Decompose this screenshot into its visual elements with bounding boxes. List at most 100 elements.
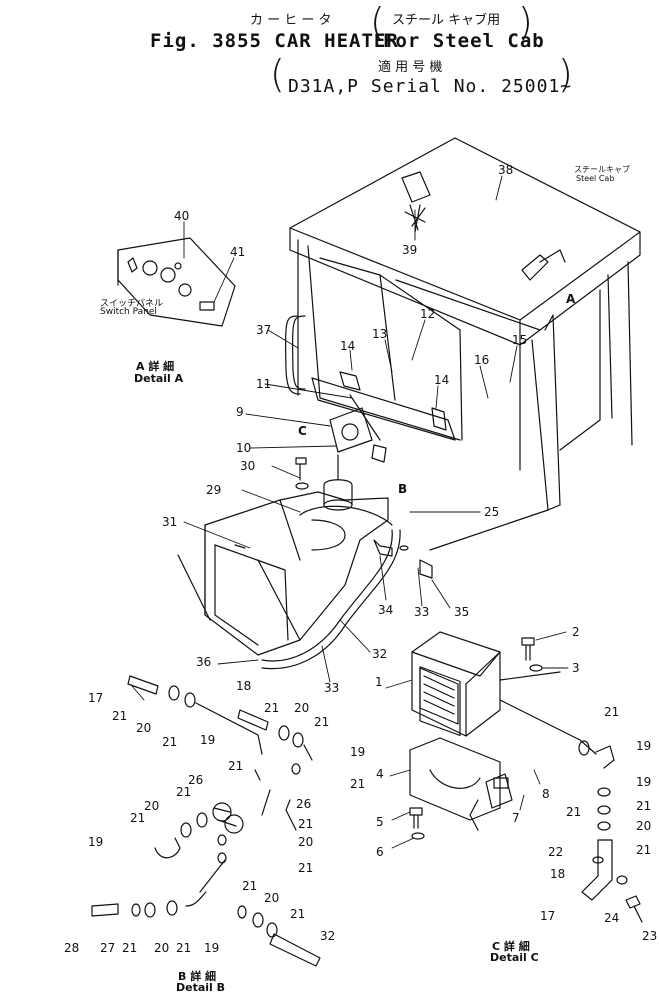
- callout-39: 39: [402, 243, 417, 257]
- callout-21i: 21: [298, 817, 313, 831]
- callout-19b: 19: [350, 745, 365, 759]
- callout-4: 4: [376, 767, 384, 781]
- callout-19c: 19: [88, 835, 103, 849]
- callout-19e: 19: [636, 739, 651, 753]
- callout-19a: 19: [200, 733, 215, 747]
- callout-20c: 20: [144, 799, 159, 813]
- serial-range: D31A,P Serial No. 25001~: [288, 76, 573, 97]
- callout-2: 2: [572, 625, 580, 639]
- steel-cab: [289, 137, 641, 551]
- callout-21c: 21: [264, 701, 279, 715]
- callout-36: 36: [196, 655, 211, 669]
- callout-26b: 26: [296, 797, 311, 811]
- callout-21o: 21: [604, 705, 619, 719]
- callout-38: 38: [498, 163, 513, 177]
- hose-32: [261, 529, 393, 662]
- callout-22: 22: [548, 845, 563, 859]
- callout-31: 31: [162, 515, 177, 529]
- callout-21l: 21: [290, 907, 305, 921]
- callout-13: 13: [372, 327, 387, 341]
- callout-24: 24: [604, 911, 619, 925]
- callout-21h: 21: [130, 811, 145, 825]
- callout-25: 25: [484, 505, 499, 519]
- callout-14: 14: [340, 339, 355, 353]
- callout-26a: 26: [188, 773, 203, 787]
- callout-23: 23: [642, 929, 657, 943]
- callout-20a: 20: [136, 721, 151, 735]
- close-paren: ): [518, 0, 533, 44]
- callout-21d: 21: [314, 715, 329, 729]
- hose-37: [285, 315, 301, 395]
- callout-11: 11: [256, 377, 271, 391]
- callout-20f: 20: [154, 941, 169, 955]
- fuel-tank: [177, 454, 389, 656]
- switch-panel-label-en: Switch Panel: [100, 307, 157, 317]
- open-paren: (: [370, 0, 385, 44]
- callout-20e: 20: [264, 891, 279, 905]
- callout-21k: 21: [242, 879, 257, 893]
- switch-panel: [117, 237, 236, 327]
- leader-lines: [131, 175, 569, 849]
- callout-34: 34: [378, 603, 393, 617]
- callout-21g: 21: [176, 785, 191, 799]
- callout-16: 16: [474, 353, 489, 367]
- callout-41: 41: [230, 245, 245, 259]
- callout-35: 35: [454, 605, 469, 619]
- steel-cab-label-en: Steel Cab: [576, 174, 615, 183]
- ref-marker-b: B: [398, 482, 408, 496]
- detail-c-hoses: [499, 699, 628, 901]
- callout-19f: 19: [636, 775, 651, 789]
- callout-21f: 21: [350, 777, 365, 791]
- callout-17: 17: [88, 691, 103, 705]
- callout-10: 10: [236, 441, 251, 455]
- detail-a-label-jp: A 詳 細: [136, 360, 175, 373]
- callout-5: 5: [376, 815, 384, 829]
- open-paren-serial: (: [270, 52, 285, 96]
- callout-21j: 21: [298, 861, 313, 875]
- detail-a-label-en: Detail A: [134, 372, 184, 385]
- detail-b-label-en: Detail B: [176, 981, 226, 994]
- callout-20d: 20: [298, 835, 313, 849]
- callout-21b: 21: [162, 735, 177, 749]
- subtitle-japanese: スチール キャブ用: [392, 13, 501, 28]
- callout-14b: 14: [434, 373, 449, 387]
- callout-3: 3: [572, 661, 580, 675]
- callout-21n: 21: [176, 941, 191, 955]
- bracket-4: [409, 737, 501, 821]
- close-paren-serial: ): [558, 52, 573, 96]
- callout-20g: 20: [636, 819, 651, 833]
- callout-21m: 21: [122, 941, 137, 955]
- callout-6: 6: [376, 845, 384, 859]
- title-japanese: カ ー ヒ ー タ: [250, 13, 332, 28]
- callout-labels: 1 2 3 4 5 6 7 8 9 10 11 12 13 14 14 15 1…: [64, 163, 657, 955]
- callout-8: 8: [542, 787, 550, 801]
- callout-40: 40: [174, 209, 189, 223]
- callout-27: 27: [100, 941, 115, 955]
- callout-21p: 21: [566, 805, 581, 819]
- ref-marker-a: A: [566, 292, 576, 306]
- callout-18c: 18: [550, 867, 565, 881]
- detail-b-hoses: [91, 675, 321, 967]
- vent-bracket: [311, 371, 456, 463]
- callout-15: 15: [512, 333, 527, 347]
- detail-b-label-jp: B 詳 細: [178, 970, 217, 983]
- figure-title: Fig. 3855 CAR HEATER: [150, 30, 399, 52]
- callout-7: 7: [512, 811, 520, 825]
- ref-marker-c: C: [298, 424, 307, 438]
- figure-subtitle: For Steel Cab: [383, 30, 545, 52]
- callout-28: 28: [64, 941, 79, 955]
- callout-20b: 20: [294, 701, 309, 715]
- callout-21e: 21: [228, 759, 243, 773]
- switch-panel-label-jp: スイッチパネル: [100, 299, 164, 309]
- callout-21q: 21: [636, 799, 651, 813]
- steel-cab-label-jp: スチールキャブ: [574, 165, 630, 174]
- callout-32b: 32: [320, 929, 335, 943]
- callout-1: 1: [375, 675, 383, 689]
- callout-33a: 33: [324, 681, 339, 695]
- callout-17c: 17: [540, 909, 555, 923]
- callout-30: 30: [240, 459, 255, 473]
- callout-18: 18: [236, 679, 251, 693]
- callout-32a: 32: [372, 647, 387, 661]
- callout-21r: 21: [636, 843, 651, 857]
